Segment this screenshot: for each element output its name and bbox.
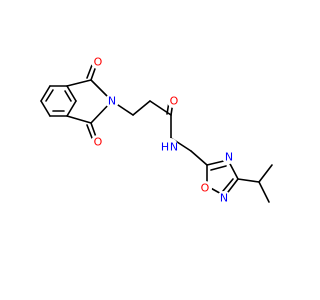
molecule-diagram: O O N O N H N O N [40,55,273,205]
bond-co-bottom-b [86,124,93,139]
bond-imide-c1-benz [66,79,92,87]
bond-ch2-ch2 [132,100,151,116]
bond-benzene-4-inner [64,90,72,102]
oxygen-atom-bottom: O [91,135,105,149]
oxygen-atom-amide: O [167,94,181,108]
bond-imide-c2-benz [66,115,92,124]
bond-ox-c5-n4-inner [210,165,227,171]
bond-benzene-2-inner [45,89,54,102]
bond-benzene-4 [66,85,77,102]
bond-ch2-ring [190,150,208,166]
bonds [40,64,273,203]
bond-ch-ch3-a [258,164,273,183]
oxygen-atom-top: O [91,55,105,69]
atom-label-o-top: O [94,56,103,69]
atom-label-n-ring-2: N [220,192,228,205]
bond-co-top-b [86,64,93,79]
atom-labels: O O N O N H N O N [91,55,236,205]
bond-co-bottom-a [90,122,97,138]
bond-ch-ch3-b [258,181,270,203]
bond-benzene-2 [40,85,51,102]
atom-label-o-ring-1: O [201,182,210,195]
atom-label-o-bottom: O [94,136,103,149]
oxygen-atom-ring-1: O [198,181,212,195]
atom-label-n-imide: N [108,95,116,108]
atom-label-n-amide: N [170,141,178,154]
nitrogen-atom-ring-2: N [217,191,231,205]
bond-benzene-5 [66,100,77,117]
atom-label-h-amide: H [161,141,169,154]
bond-c3-ch [237,178,260,183]
atom-label-o-amide: O [170,95,179,108]
nitrogen-atom-ring-4: N [222,150,236,164]
atom-label-n-ring-4: N [225,151,233,164]
bond-ox-c3-n2-inner [222,178,234,192]
nitrogen-atom-imide: N [105,94,119,108]
bond-benzene-1 [40,100,51,117]
nitrogen-atom-amide: N H [161,138,178,154]
